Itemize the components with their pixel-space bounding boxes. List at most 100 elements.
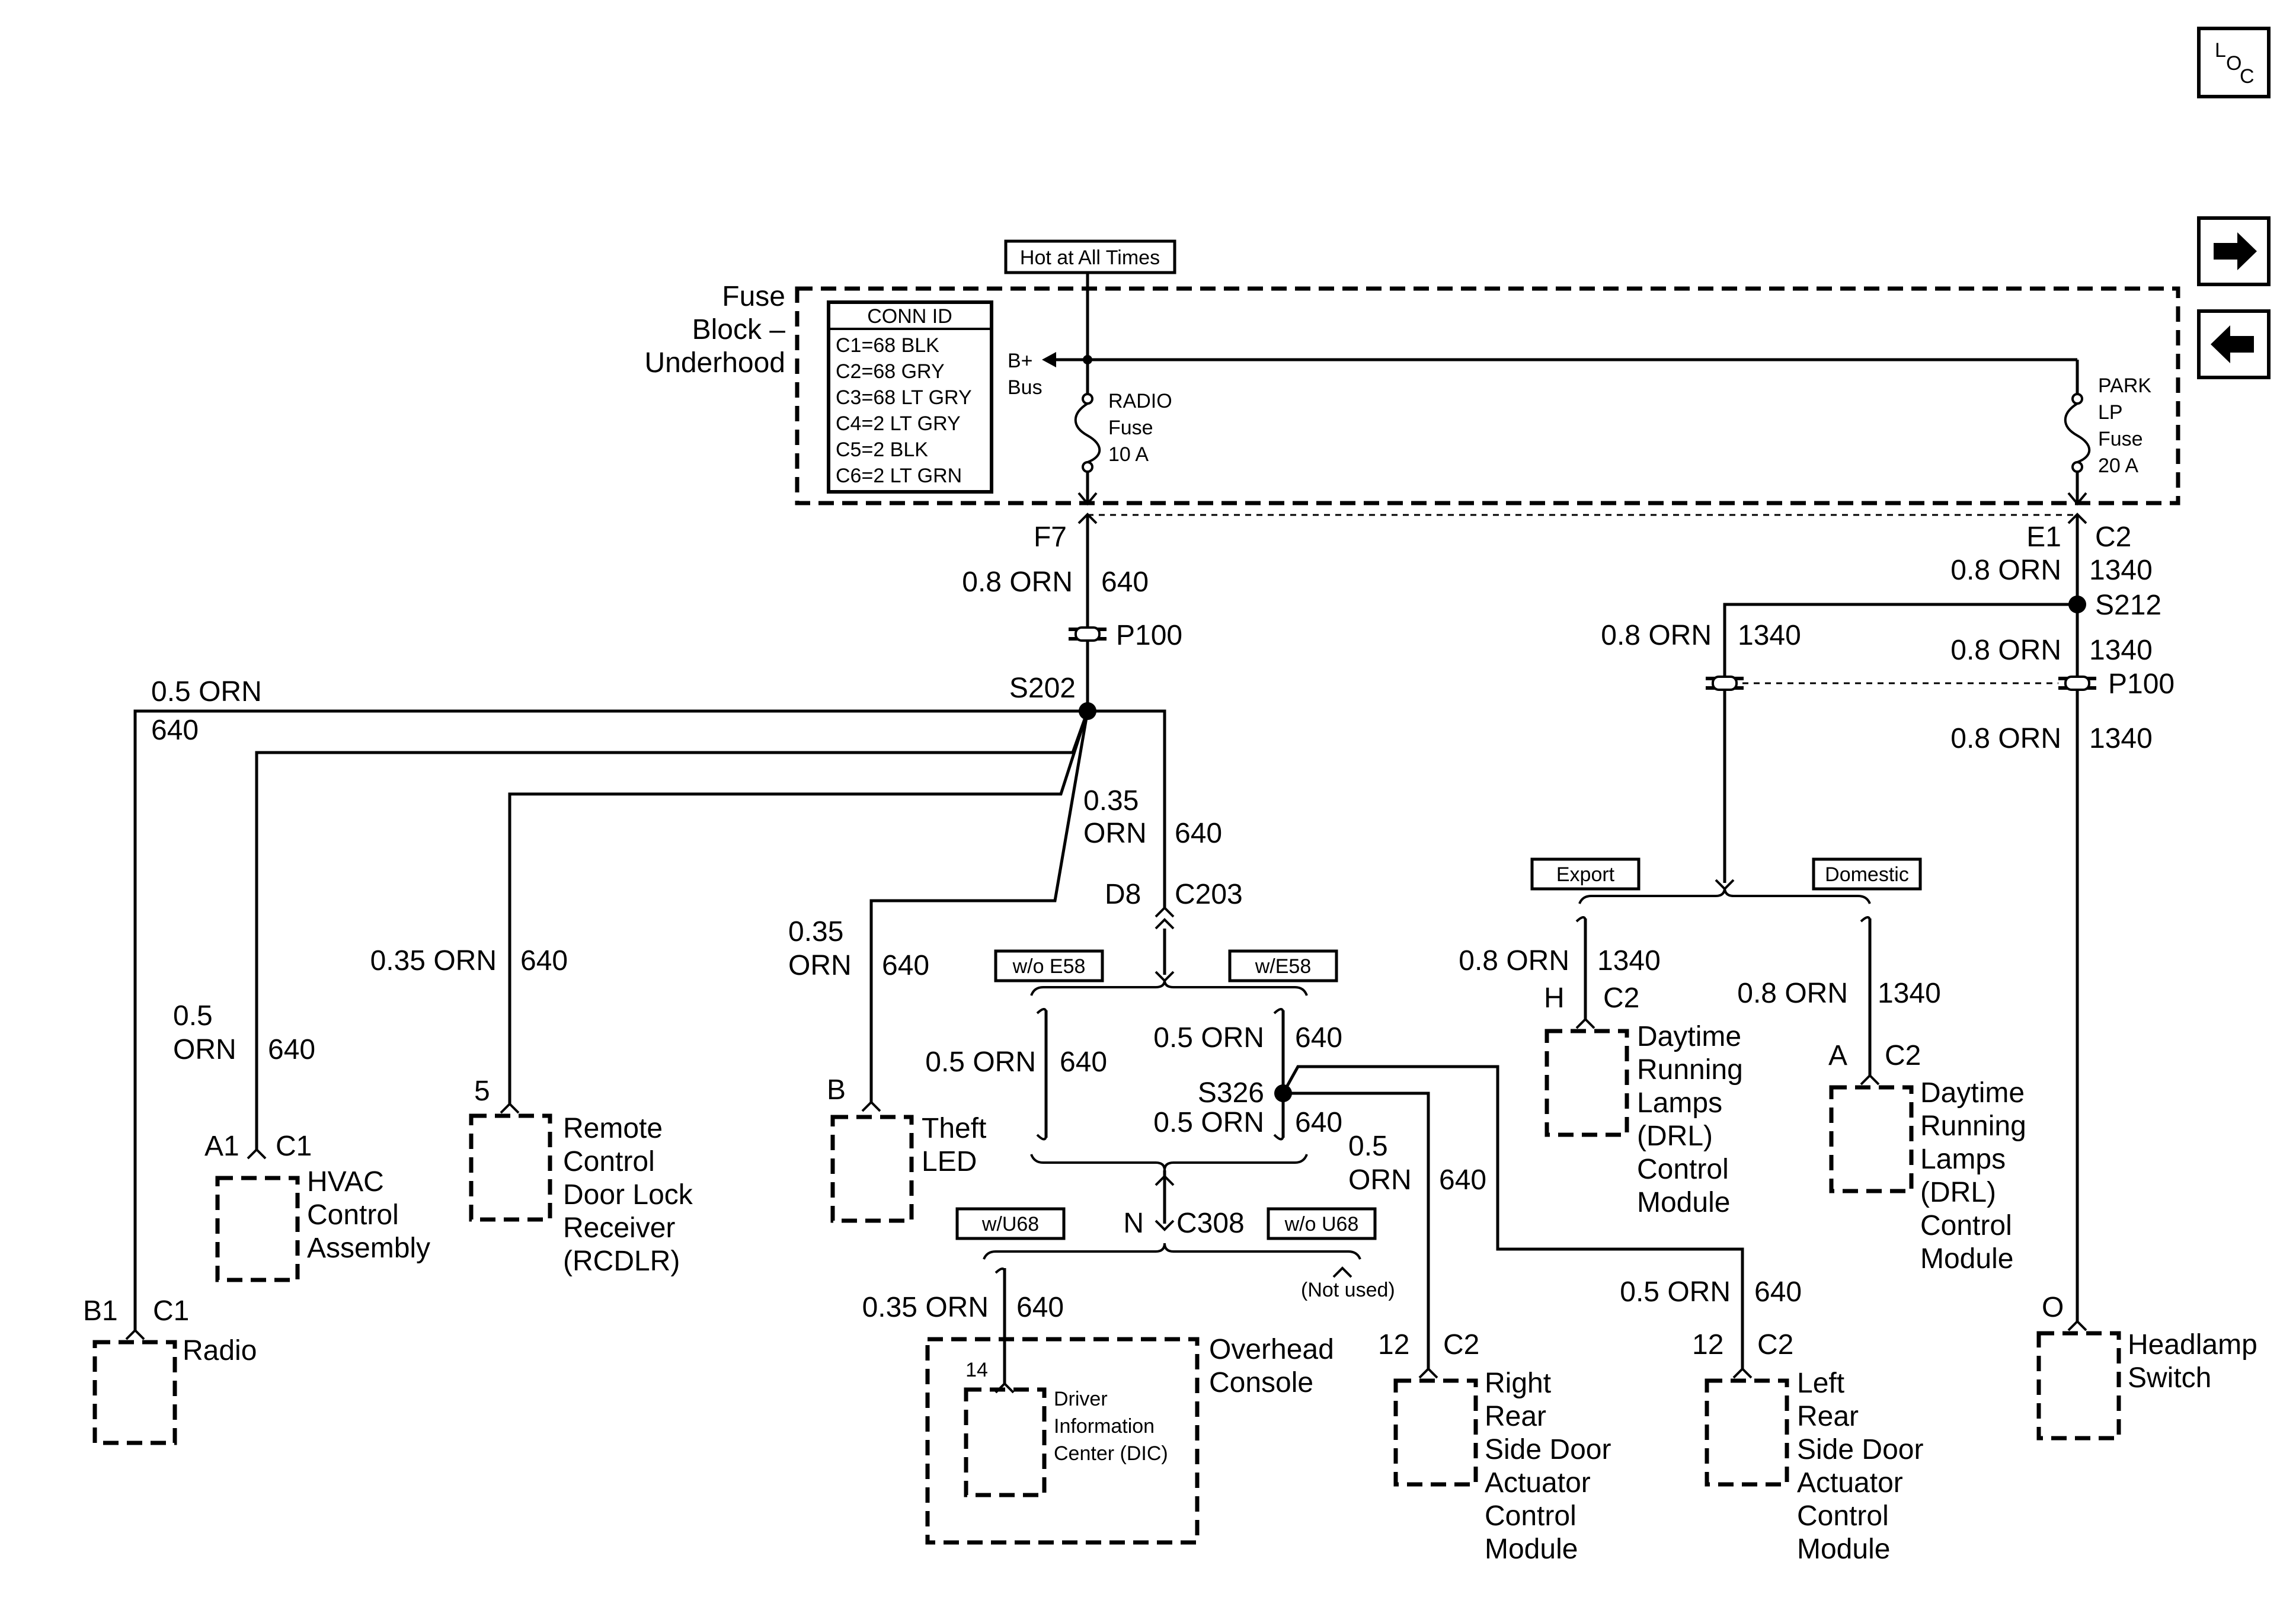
fuse-block-label: Fuse — [722, 281, 785, 312]
wire-theft-led — [869, 710, 1089, 1102]
bus-junction-dot — [1083, 355, 1092, 364]
headlamp-switch-label: Switch — [2128, 1362, 2211, 1394]
hot-at-all-times-label: Hot at All Times — [1020, 247, 1160, 269]
pin-e1: E1 — [2026, 521, 2061, 553]
rr-door-label: Control — [1485, 1500, 1576, 1532]
drl-h-label: Lamps — [1637, 1087, 1722, 1119]
fuse-block-label-2: Block – — [692, 314, 786, 345]
next-page-button[interactable] — [2197, 216, 2271, 286]
wire-color-label: 0.8 ORN — [1459, 945, 1569, 977]
rcdlr-pin-label: 5 — [474, 1076, 490, 1107]
drl-h-label: Daytime — [1637, 1021, 1741, 1052]
wire-size-label: 0.35 — [1083, 785, 1139, 817]
previous-page-button[interactable] — [2197, 309, 2271, 379]
not-used-label: (Not used) — [1301, 1279, 1395, 1301]
drl-a-label: Lamps — [1920, 1144, 2006, 1175]
export-label: Export — [1556, 863, 1615, 886]
hvac-pin-label: A1 — [204, 1131, 239, 1162]
drl-split-connector — [1578, 887, 1871, 904]
drl-a-label: Module — [1920, 1243, 2013, 1275]
s326-label: S326 — [1198, 1077, 1264, 1109]
p100-label: P100 — [1116, 620, 1182, 651]
rr-door-label: Module — [1485, 1534, 1578, 1565]
wire-circuit-label: 1340 — [1738, 620, 1801, 651]
wire-color-label: 0.35 ORN — [370, 945, 497, 977]
wire-circuit-label: 1340 — [2089, 555, 2153, 586]
wire-circuit-label: 640 — [1754, 1276, 1802, 1308]
park-fuse-label-3: Fuse — [2098, 428, 2143, 450]
drl-a-component — [1829, 1085, 1914, 1193]
s212-label: S212 — [2095, 590, 2161, 621]
wire-circuit-label: 1340 — [2089, 723, 2153, 754]
c308-connector — [983, 1154, 1361, 1260]
wire-color-label: ORN — [173, 1034, 236, 1065]
drl-h-terminal — [1575, 1017, 1595, 1029]
rr-door-pin-label: 12 — [1378, 1329, 1409, 1361]
wire-color-label: 0.35 ORN — [862, 1292, 989, 1323]
drl-a-terminal — [1860, 1074, 1880, 1086]
wire-circuit-label: 640 — [1175, 818, 1222, 849]
conn-id-row: C4=2 LT GRY — [836, 412, 961, 435]
wire-size-label: 0.5 — [1348, 1131, 1388, 1162]
fuse-block-label-3: Underhood — [644, 347, 785, 379]
wire-drl-feed — [1723, 603, 2077, 883]
not-used-terminal — [1332, 1266, 1352, 1278]
pin-f7: F7 — [1034, 521, 1067, 553]
we58-bottom-terminal — [1273, 1134, 1284, 1141]
wire-circuit-label: 640 — [1060, 1046, 1107, 1078]
drl-a-label: (DRL) — [1920, 1177, 1996, 1208]
overhead-console-label: Console — [1209, 1367, 1313, 1398]
wire-circuit-label: 640 — [882, 950, 929, 981]
hvac-component — [215, 1176, 300, 1282]
conn-id-title: CONN ID — [867, 305, 952, 328]
wire-color-label: 0.5 ORN — [151, 676, 262, 708]
rr-door-label: Rear — [1485, 1401, 1546, 1432]
w-e58-option-box — [1228, 949, 1338, 982]
rcdlr-label: (RCDLR) — [563, 1246, 680, 1277]
w-e58-label: w/E58 — [1255, 955, 1312, 978]
wire-color-label: 0.8 ORN — [1601, 620, 1712, 651]
radio-fuse-rating: 10 A — [1108, 443, 1149, 466]
wire-circuit-label: 640 — [268, 1034, 315, 1065]
rr-door-terminal — [1418, 1367, 1438, 1379]
bplus-arrow-icon — [1042, 352, 1056, 367]
drl-h-label: Control — [1637, 1154, 1729, 1185]
wire-color-label: 0.5 ORN — [1153, 1107, 1264, 1138]
rr-door-connector-label: C2 — [1443, 1329, 1479, 1361]
jumper-bottom-terminal — [1036, 1134, 1047, 1141]
bplus-label: B+ — [1008, 350, 1033, 372]
hot-at-all-times-box — [1004, 239, 1176, 274]
wo-u68-label: w/o U68 — [1284, 1213, 1359, 1235]
dic-component — [964, 1387, 1047, 1497]
rcdlr-label: Receiver — [563, 1212, 675, 1244]
rr-door-label: Right — [1485, 1368, 1551, 1399]
wire-circuit-label: 1340 — [1597, 945, 1661, 977]
lr-door-terminal — [1732, 1367, 1753, 1379]
drl-h-connector-label: C2 — [1603, 982, 1639, 1014]
p100-pass-through — [1069, 626, 1107, 642]
lr-door-label: Side Door — [1797, 1434, 1923, 1465]
radio-component — [92, 1340, 177, 1445]
radio-label: Radio — [183, 1335, 257, 1366]
park-fuse-rating: 20 A — [2098, 454, 2138, 477]
overhead-console-component — [925, 1337, 1200, 1545]
radio-pin-label: B1 — [83, 1295, 118, 1327]
p100-pass-through-right — [2058, 676, 2096, 691]
c308-label: C308 — [1176, 1208, 1245, 1239]
loc-button[interactable]: L O C — [2197, 27, 2271, 98]
wire-color-label: 0.5 ORN — [1153, 1022, 1264, 1054]
wire-left-rear-door — [1281, 1065, 1744, 1369]
wire-rcdlr — [508, 710, 1089, 1104]
drl-h-component — [1544, 1029, 1629, 1137]
lr-door-pin-label: 12 — [1692, 1329, 1723, 1361]
drl-h-label: (DRL) — [1637, 1121, 1713, 1152]
w-u68-option-box — [955, 1207, 1066, 1240]
wire-color-label: 0.8 ORN — [1950, 723, 2061, 754]
loc-letter-l: L — [2215, 39, 2226, 62]
d8-pin-label: D8 — [1105, 879, 1141, 910]
domestic-option-box — [1812, 857, 1922, 891]
hvac-terminal — [247, 1148, 267, 1160]
wire-color-label: ORN — [1083, 818, 1147, 849]
conn-id-row: C5=2 BLK — [836, 438, 928, 461]
